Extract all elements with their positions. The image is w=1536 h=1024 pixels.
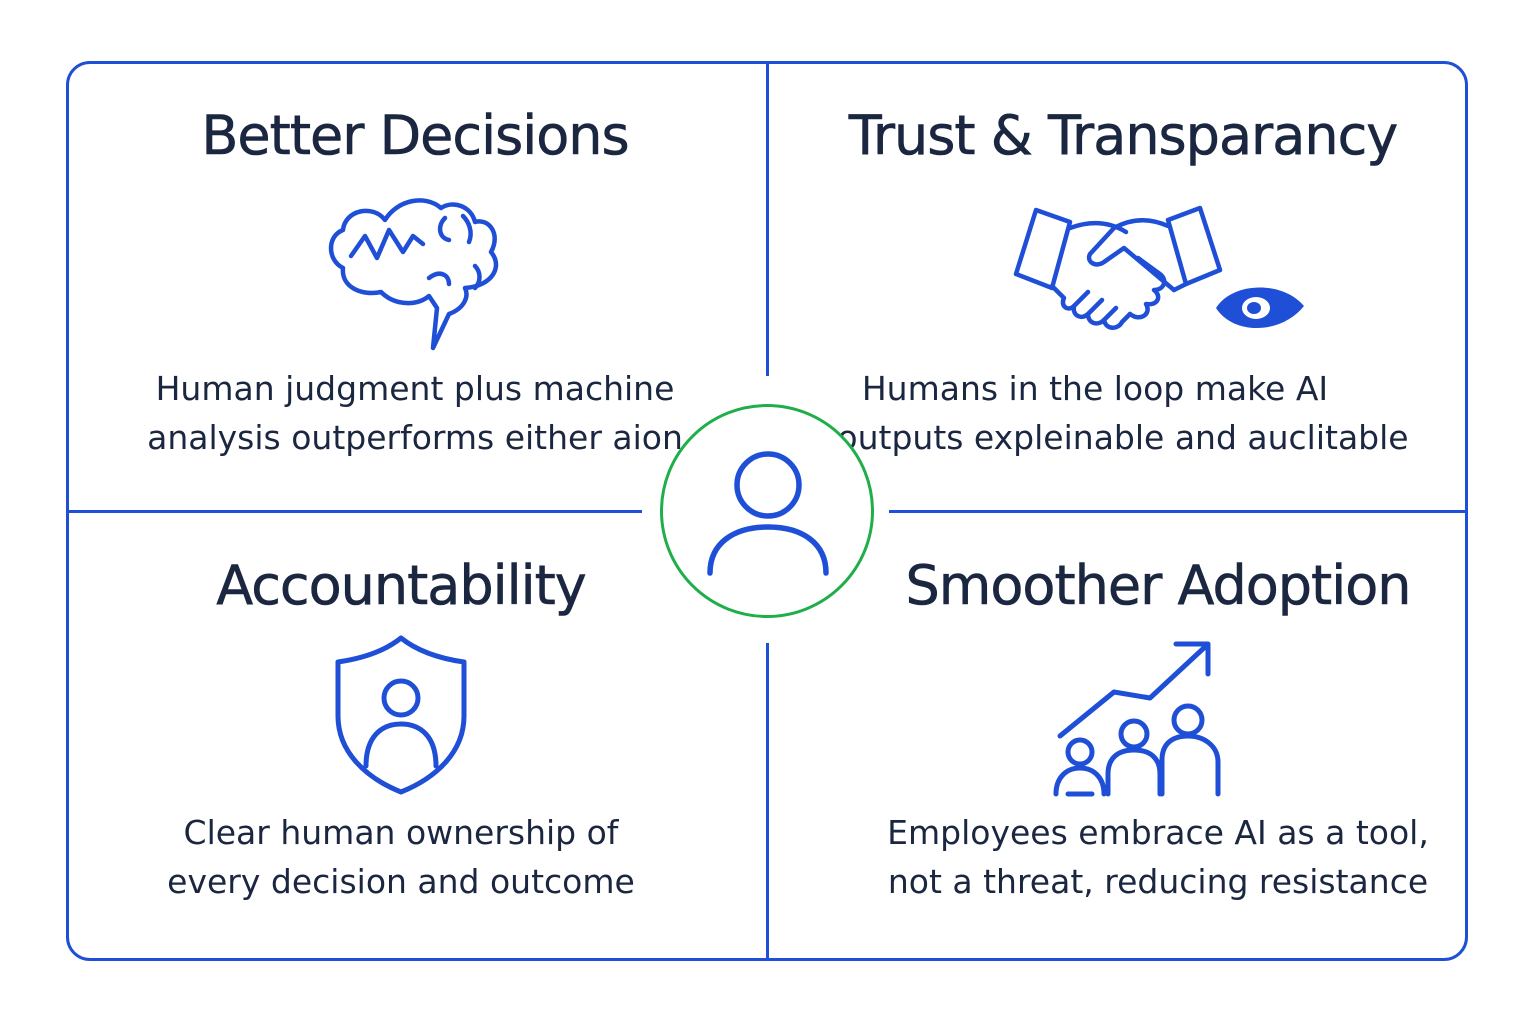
vertical-divider-top xyxy=(766,62,769,376)
vertical-divider-bottom xyxy=(766,643,769,960)
description-line: every decision and outcome xyxy=(167,862,635,901)
shield-person-icon xyxy=(332,635,470,796)
quadrant-title: Better Decisions xyxy=(201,104,630,168)
quadrant-accountability: Accountability Clear human ownership of … xyxy=(96,512,706,960)
brain-icon xyxy=(325,196,505,356)
quadrant-title: Trust & Transparancy xyxy=(848,104,1398,168)
eye-icon xyxy=(1212,276,1308,340)
quadrant-description: Humans in the loop make AI outputs exple… xyxy=(818,364,1428,462)
description-line: Humans in the loop make AI xyxy=(861,369,1329,408)
horizontal-divider-right xyxy=(889,510,1467,513)
quadrant-better-decisions: Better Decisions Human judgment plus mac… xyxy=(110,0,720,512)
horizontal-divider-left xyxy=(67,510,642,513)
quadrant-title: Accountability xyxy=(216,554,587,618)
handshake-icon xyxy=(1013,205,1224,336)
quadrant-trust-transparency: Trust & Transparancy Humans in the loop … xyxy=(818,0,1428,512)
quadrant-smoother-adoption: Smoother Adoption Employees embrace AI a… xyxy=(848,512,1468,960)
quadrant-title: Smoother Adoption xyxy=(905,554,1412,618)
description-line: Human judgment plus machine xyxy=(155,369,675,408)
description-line: outputs expleinable and auclitable xyxy=(837,418,1409,457)
description-line: not a threat, reducing resistance xyxy=(887,862,1429,901)
quadrant-description: Clear human ownership of every decision … xyxy=(96,808,706,906)
description-line: Clear human ownership of xyxy=(183,813,619,852)
person-icon xyxy=(704,445,834,581)
description-line: Employees embrace AI as a tool, xyxy=(887,813,1429,852)
quadrant-description: Human judgment plus machine analysis out… xyxy=(110,364,720,462)
team-growth-icon xyxy=(1052,638,1232,798)
center-circle xyxy=(660,404,874,618)
description-line: analysis outperforms either aion xyxy=(147,418,683,457)
quadrant-description: Employees embrace AI as a tool, not a th… xyxy=(848,808,1468,906)
